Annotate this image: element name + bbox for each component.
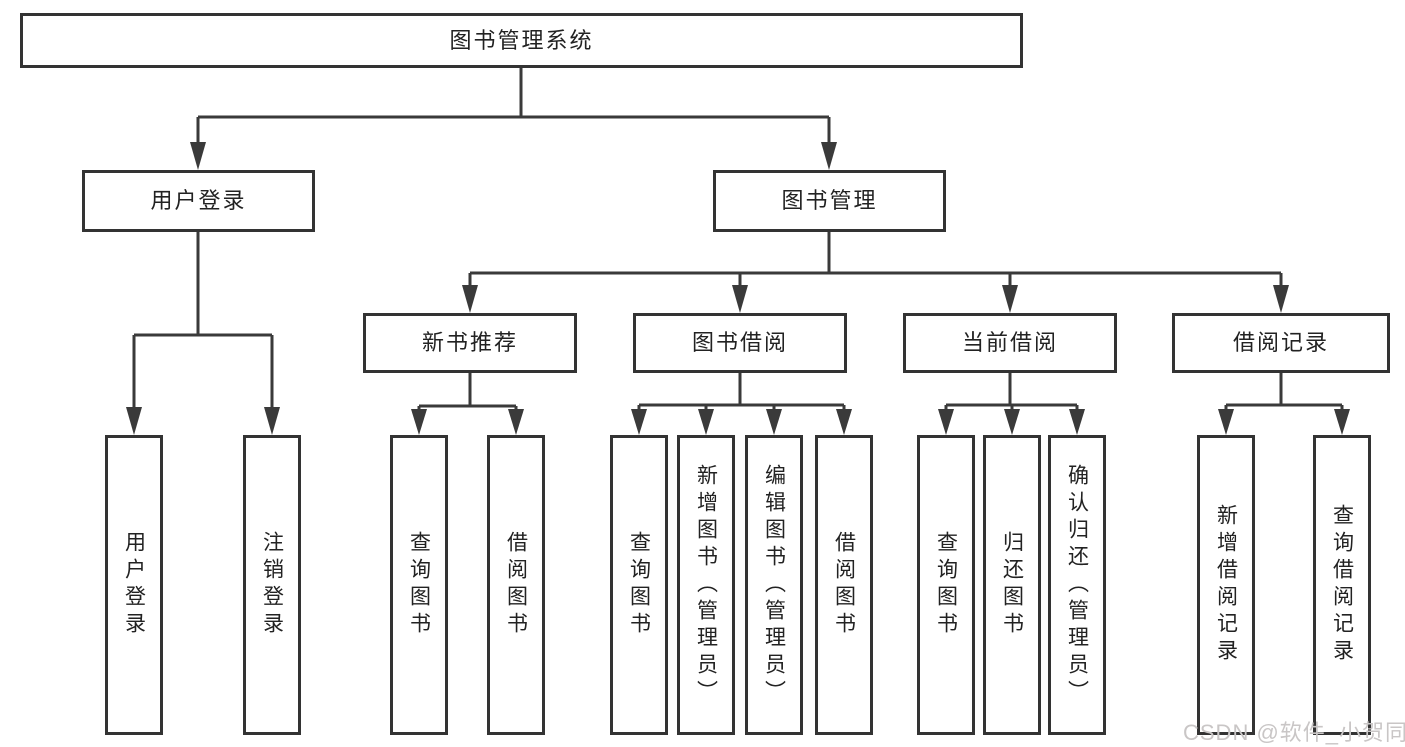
- node-book-borrow: 图书借阅: [633, 313, 847, 373]
- connector-user-login-to-children: [126, 232, 280, 435]
- node-leaf-query-borrow-record: 查询借阅记录: [1313, 435, 1371, 735]
- connector-book-borrow-to-children: [631, 373, 852, 435]
- node-leaf-add-books-admin-label: 新增图书（管理员）: [694, 463, 718, 707]
- node-leaf-add-borrow-record: 新增借阅记录: [1197, 435, 1255, 735]
- node-leaf-return-books-label: 归还图书: [1000, 531, 1024, 639]
- node-leaf-user-login: 用户登录: [105, 435, 163, 735]
- connector-borrow-records-to-children: [1218, 373, 1350, 435]
- connector-current-borrow-to-children: [938, 373, 1085, 435]
- connector-new-book-rec-to-children: [411, 373, 524, 435]
- node-leaf-return-books: 归还图书: [983, 435, 1041, 735]
- node-leaf-query-books-2-label: 查询图书: [627, 531, 651, 639]
- node-current-borrow: 当前借阅: [903, 313, 1117, 373]
- node-leaf-query-books-3: 查询图书: [917, 435, 975, 735]
- node-new-book-recommend: 新书推荐: [363, 313, 577, 373]
- node-leaf-edit-books-admin-label: 编辑图书（管理员）: [762, 463, 786, 707]
- node-leaf-query-borrow-record-label: 查询借阅记录: [1330, 504, 1354, 666]
- node-leaf-borrow-books-2-label: 借阅图书: [832, 531, 856, 639]
- node-user-login: 用户登录: [82, 170, 315, 232]
- node-leaf-add-borrow-record-label: 新增借阅记录: [1214, 504, 1238, 666]
- node-leaf-logout: 注销登录: [243, 435, 301, 735]
- node-leaf-query-books-2: 查询图书: [610, 435, 668, 735]
- node-leaf-borrow-books-1: 借阅图书: [487, 435, 545, 735]
- node-leaf-confirm-return-admin-label: 确认归还（管理员）: [1065, 463, 1089, 707]
- connector-root-to-level2: [190, 68, 837, 170]
- node-leaf-query-books-1-label: 查询图书: [407, 531, 431, 639]
- node-borrow-records: 借阅记录: [1172, 313, 1390, 373]
- node-leaf-confirm-return-admin: 确认归还（管理员）: [1048, 435, 1106, 735]
- node-book-management: 图书管理: [713, 170, 946, 232]
- node-leaf-query-books-1: 查询图书: [390, 435, 448, 735]
- node-leaf-logout-label: 注销登录: [260, 531, 284, 639]
- node-leaf-borrow-books-1-label: 借阅图书: [504, 531, 528, 639]
- csdn-watermark: CSDN @软件_小贺同学: [1183, 720, 1405, 745]
- node-leaf-edit-books-admin: 编辑图书（管理员）: [745, 435, 803, 735]
- node-leaf-borrow-books-2: 借阅图书: [815, 435, 873, 735]
- connector-book-management-to-level3: [462, 232, 1289, 313]
- node-leaf-add-books-admin: 新增图书（管理员）: [677, 435, 735, 735]
- node-root-system: 图书管理系统: [20, 13, 1023, 68]
- node-leaf-user-login-label: 用户登录: [122, 531, 146, 639]
- node-leaf-query-books-3-label: 查询图书: [934, 531, 958, 639]
